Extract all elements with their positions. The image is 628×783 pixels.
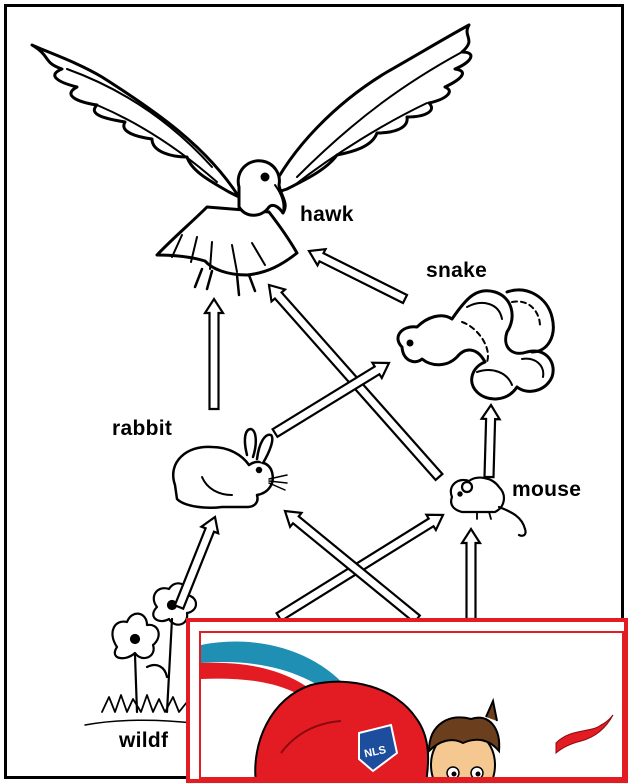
mouse-label: mouse bbox=[512, 478, 581, 502]
overlay-ad-inner: NLS bbox=[199, 631, 624, 779]
arrow-flower-to-rabbit bbox=[175, 517, 218, 609]
hawk-illustration bbox=[32, 25, 471, 295]
overlay-ad-panel[interactable]: NLS bbox=[186, 618, 628, 783]
rabbit-label: rabbit bbox=[112, 417, 172, 441]
arrow-flower-up-mouse bbox=[462, 529, 480, 619]
red-ribbon bbox=[556, 715, 613, 753]
arrow-snake-to-hawk bbox=[309, 249, 407, 303]
snake-illustration bbox=[398, 290, 553, 399]
snake-label: snake bbox=[426, 259, 487, 283]
energy-flow-arrows bbox=[175, 249, 500, 622]
arrow-rabbit-to-hawk bbox=[205, 299, 223, 409]
arrow-mouse-to-snake bbox=[482, 405, 500, 477]
superhero-cartoon: NLS bbox=[201, 633, 624, 779]
hawk-label: hawk bbox=[300, 203, 354, 227]
rabbit-illustration bbox=[173, 429, 287, 508]
wildflower-label: wildf bbox=[119, 729, 168, 753]
